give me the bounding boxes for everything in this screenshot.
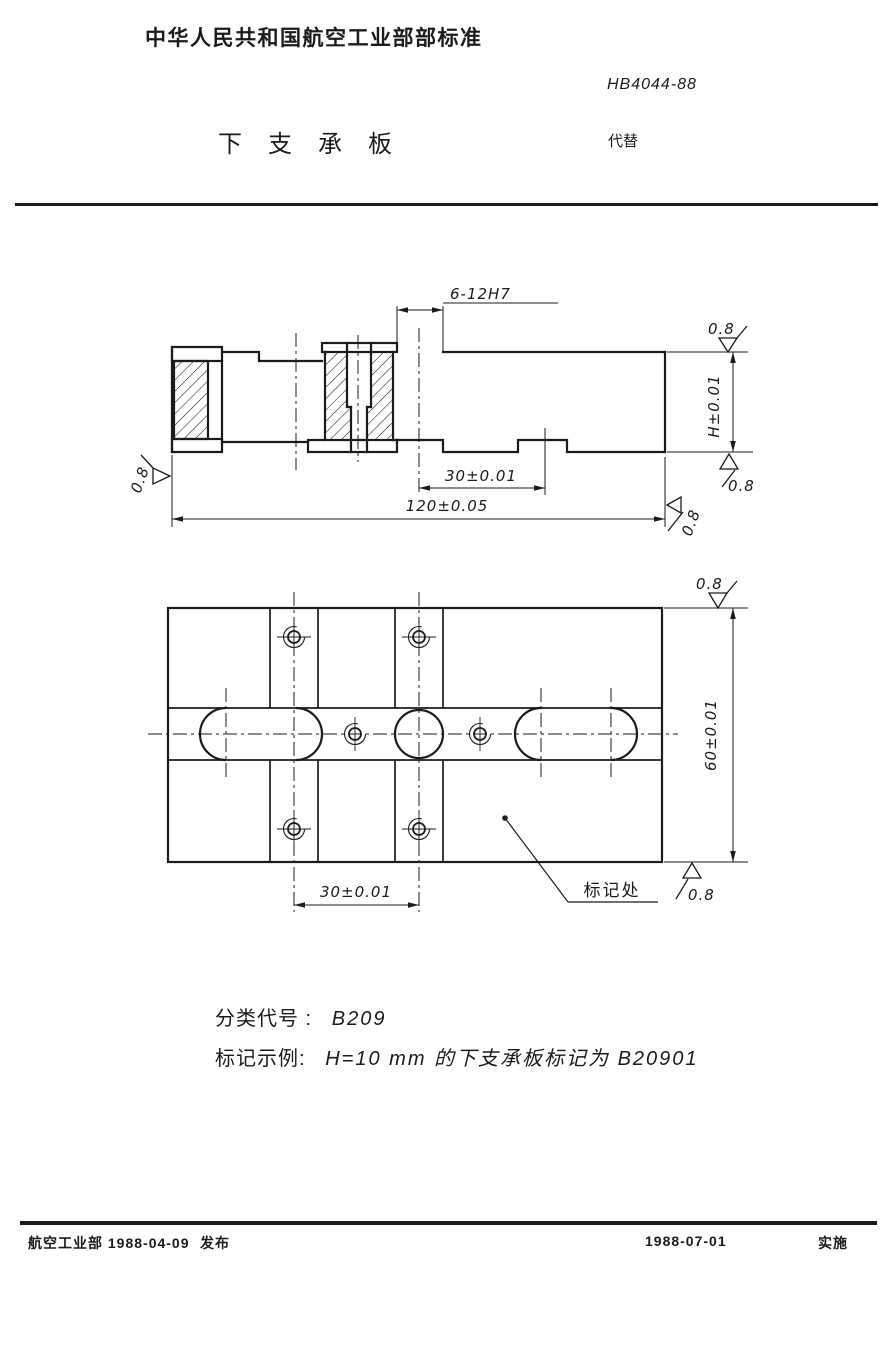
footer-rule	[20, 1221, 877, 1225]
footer-impl-date: 1988-07-01	[645, 1233, 727, 1249]
finish-value-bottomright: 0.8	[728, 477, 755, 495]
section-arrowheads	[172, 307, 736, 522]
dim-width-label: 60±0.01	[702, 699, 720, 771]
marking-label: 标记处	[584, 881, 641, 901]
section-view: 6-12H7 H±0.01 30±0.01 120±0.05 0.8 0.8	[127, 285, 755, 538]
part-title: 下支承板	[218, 131, 418, 158]
plan-outline	[166, 606, 664, 864]
section-centerlines	[295, 328, 420, 495]
section-hatching	[174, 352, 393, 440]
header-rule	[15, 203, 878, 206]
section-outline	[170, 341, 667, 454]
finish-value-length-end: 0.8	[678, 507, 704, 538]
dim-holes-label: 6-12H7	[450, 285, 511, 303]
footer-issue-label: 发布	[200, 1235, 230, 1251]
standard-number: HB4044-88	[607, 76, 697, 93]
surface-finish-marks-plan: 0.8 0.8	[675, 575, 738, 904]
supersedes-label: 代替	[608, 133, 639, 150]
standard-org-title: 中华人民共和国航空工业部部标准	[145, 27, 483, 50]
dim-length-label: 120±0.05	[406, 497, 489, 515]
plan-centerlines	[148, 592, 678, 912]
dim-section-spacing-label: 30±0.01	[445, 467, 517, 485]
section-dimension-lines	[171, 302, 753, 527]
marking-example-line: 标记示例: H=10 mm 的下支承板标记为 B20901	[215, 1042, 699, 1071]
finish-value-plan-top: 0.8	[696, 575, 723, 593]
plan-dimension-lines	[294, 607, 748, 906]
footer-issuer-date: 航空工业部 1988-04-09	[28, 1235, 190, 1251]
marking-callout: 标记处	[502, 815, 658, 903]
marking-example-value: H=10 mm 的下支承板标记为 B20901	[325, 1048, 699, 1070]
dim-height-label: H±0.01	[705, 374, 723, 437]
finish-value-left: 0.8	[127, 464, 153, 495]
class-code-value: B209	[331, 1008, 387, 1030]
class-code-label: 分类代号 :	[215, 1008, 313, 1030]
counterbored-holes	[277, 620, 492, 846]
plan-slot-edges	[168, 608, 662, 862]
footer-impl-label: 实施	[818, 1235, 848, 1251]
dim-plan-spacing-label: 30±0.01	[320, 883, 392, 901]
plan-arrowheads	[294, 608, 736, 908]
marking-example-label: 标记示例:	[215, 1048, 306, 1070]
surface-finish-marks-section: 0.8 0.8 0.8 0.8	[127, 320, 755, 538]
finish-value-plan-bottom: 0.8	[688, 886, 715, 904]
finish-value-topright: 0.8	[708, 320, 735, 338]
class-code-line: 分类代号 : B209	[215, 1002, 387, 1031]
plan-view: 60±0.01 30±0.01 标记处 0.8	[148, 575, 748, 912]
